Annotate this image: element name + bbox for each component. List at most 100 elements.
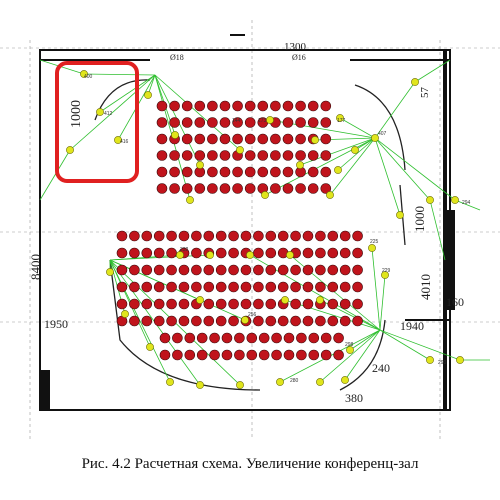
seat [265, 315, 277, 327]
seat [228, 264, 239, 276]
route-line [109, 259, 171, 383]
route-node [246, 251, 254, 259]
route-line [374, 137, 456, 201]
label-232: 232 [180, 247, 189, 253]
seat [215, 247, 227, 259]
label-416: 416 [120, 139, 129, 145]
seat [184, 349, 196, 361]
seat [153, 264, 165, 276]
seat [320, 117, 332, 128]
seat [271, 332, 282, 344]
seat [295, 100, 306, 112]
seat [203, 315, 215, 327]
seat [156, 100, 168, 112]
seat [244, 183, 256, 194]
seat [215, 298, 227, 310]
route-node [286, 251, 294, 259]
route-node [411, 78, 419, 86]
seat [181, 150, 193, 161]
seat [295, 117, 306, 128]
seat [282, 166, 294, 178]
route-node [80, 70, 88, 78]
seat [141, 315, 153, 327]
seat [194, 117, 206, 128]
seat [178, 298, 190, 310]
seat [166, 281, 177, 293]
seat [271, 349, 282, 361]
route-node [334, 166, 342, 174]
seat [129, 264, 140, 276]
seat [116, 298, 128, 310]
route-node [114, 136, 122, 144]
dim-018: Ø18 [170, 53, 184, 62]
seat [295, 133, 306, 145]
route-line [39, 59, 85, 75]
seat [320, 150, 332, 161]
seat [181, 166, 193, 178]
route-node [144, 91, 152, 99]
route-node [346, 346, 354, 354]
route-nodes [66, 70, 464, 389]
route-node [426, 196, 434, 204]
route-node [171, 131, 179, 139]
seat [194, 183, 206, 194]
seat [156, 133, 168, 145]
seat [159, 349, 171, 361]
route-line [379, 274, 386, 331]
seat [129, 230, 140, 242]
seat [290, 315, 301, 327]
route-node [341, 376, 349, 384]
seat [246, 349, 258, 361]
seat [339, 247, 351, 259]
seat [219, 117, 231, 128]
seat [257, 100, 269, 112]
seat [352, 247, 363, 259]
seat [116, 230, 128, 242]
seat [253, 230, 264, 242]
seat [246, 332, 258, 344]
route-line [337, 137, 376, 171]
route-node [326, 191, 334, 199]
left-column [40, 370, 50, 410]
seat [219, 150, 231, 161]
seat [296, 349, 307, 361]
seat [290, 264, 301, 276]
seat [277, 315, 289, 327]
seat [315, 315, 326, 327]
route-node [281, 296, 289, 304]
seat [265, 230, 277, 242]
seat [169, 100, 180, 112]
route-node [206, 251, 214, 259]
seat [320, 100, 332, 112]
label-144: 144 [232, 118, 241, 124]
seat [253, 247, 264, 259]
route-node [311, 136, 319, 144]
route-node [368, 244, 376, 252]
seat [156, 117, 168, 128]
seat [302, 264, 314, 276]
route-line [39, 149, 71, 201]
seat [352, 315, 363, 327]
seat [172, 332, 183, 344]
route-node [66, 146, 74, 154]
route-node [426, 356, 434, 364]
seat [153, 247, 165, 259]
seat [232, 100, 243, 112]
route-node [381, 271, 389, 279]
seat [315, 230, 326, 242]
route-node [166, 378, 174, 386]
seat [219, 133, 231, 145]
seat [178, 315, 190, 327]
seat [339, 281, 351, 293]
dim-1000-right: 1000 [412, 206, 427, 232]
seat [339, 315, 351, 327]
seat [270, 133, 281, 145]
seat [209, 332, 220, 344]
route-node [451, 196, 459, 204]
route-node [371, 134, 379, 142]
seat [156, 150, 168, 161]
route-node [236, 381, 244, 389]
seat [352, 281, 363, 293]
seat [265, 264, 277, 276]
seat [320, 349, 332, 361]
